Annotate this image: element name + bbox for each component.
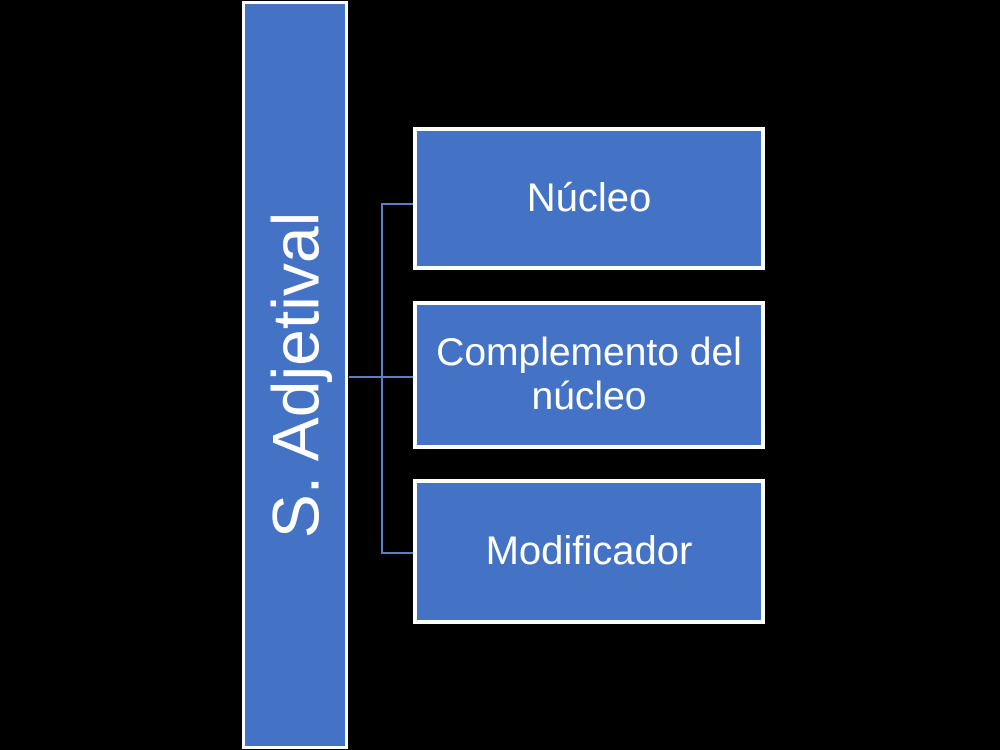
connector-branch-complemento bbox=[381, 376, 415, 378]
root-node-s-adjetival[interactable]: S. Adjetival bbox=[242, 1, 348, 749]
connector-branch-nucleo bbox=[381, 203, 415, 205]
node-complemento-del-nucleo[interactable]: Complemento del núcleo bbox=[413, 301, 765, 449]
root-node-label: S. Adjetival bbox=[258, 211, 332, 539]
node-modificador[interactable]: Modificador bbox=[413, 479, 765, 624]
node-nucleo[interactable]: Núcleo bbox=[413, 127, 765, 270]
node-nucleo-label: Núcleo bbox=[526, 176, 652, 221]
connector-vertical-trunk bbox=[381, 204, 383, 554]
connector-root-stub bbox=[349, 376, 383, 378]
node-complemento-del-nucleo-label: Complemento del núcleo bbox=[436, 331, 742, 418]
connector-branch-modificador bbox=[381, 552, 415, 554]
node-modificador-label: Modificador bbox=[485, 529, 693, 574]
